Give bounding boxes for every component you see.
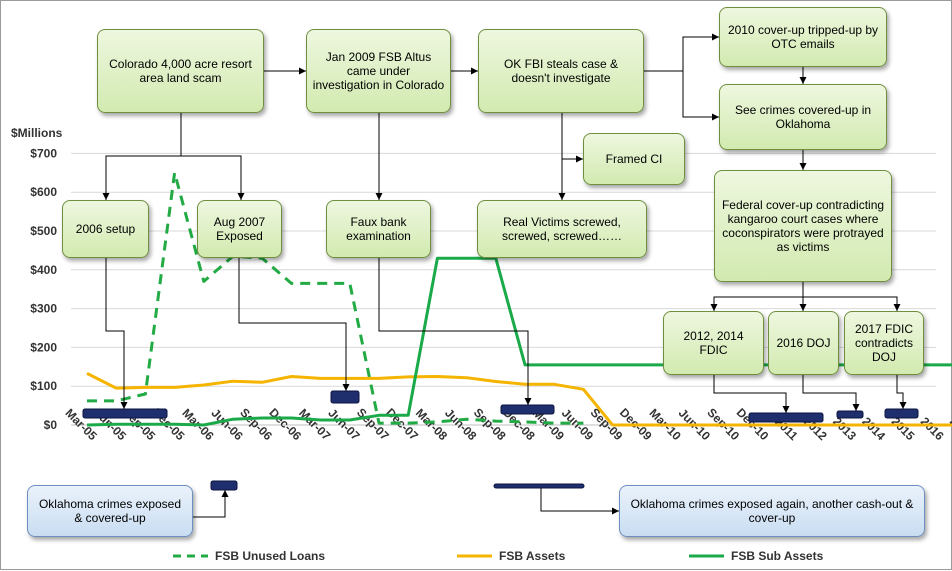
connector-line — [896, 375, 904, 409]
period-marker — [836, 410, 864, 419]
arrow-head — [782, 406, 790, 413]
legend-label: FSB Unused Loans — [215, 549, 325, 563]
x-tick-label: 2014 — [859, 414, 888, 443]
legend-label: FSB Sub Assets — [731, 549, 824, 563]
arrow-head — [221, 490, 229, 497]
y-tick-label: $0 — [44, 418, 58, 432]
box-fdic2017: 2017 FDIC contradicts DOJ — [844, 311, 924, 375]
arrow-head — [558, 193, 566, 200]
period-marker — [82, 408, 168, 419]
box-realvictims: Real Victims screwed, screwed, screwed…… — [477, 200, 647, 258]
box-faux: Faux bank examination — [326, 200, 431, 258]
box-colorado: Colorado 4,000 acre resort area land sca… — [97, 29, 264, 113]
box-seecrimes: See crimes covered-up in Oklahoma — [719, 84, 887, 150]
series-line-1 — [86, 372, 952, 427]
box-okexposed: Oklahoma crimes exposed & covered-up — [27, 485, 193, 537]
connector-line — [105, 258, 125, 409]
x-tick-label: 2015 — [889, 414, 918, 443]
arrow-head — [712, 113, 719, 121]
period-marker — [493, 483, 585, 489]
arrow-head — [612, 507, 619, 515]
x-tick-label: Dec-06 — [266, 405, 304, 443]
x-tick-label: 2017 — [947, 414, 952, 443]
box-altus: Jan 2009 FSB Altus came under investigat… — [306, 29, 451, 113]
box-fdic1214: 2012, 2014 FDIC — [663, 311, 764, 375]
arrow-head — [710, 304, 718, 311]
period-marker — [748, 412, 824, 423]
y-tick-label: $100 — [30, 379, 57, 393]
arrow-head — [576, 155, 583, 163]
connector-line — [238, 258, 347, 391]
series-line-0 — [87, 171, 584, 425]
box-doj2016: 2016 DOJ — [768, 311, 839, 375]
arrow-head — [712, 33, 719, 41]
connector-line — [682, 71, 719, 118]
arrow-head — [342, 384, 350, 391]
arrow-head — [375, 193, 383, 200]
arrow-head — [102, 193, 110, 200]
connector-line — [713, 375, 787, 413]
y-tick-label: $700 — [30, 146, 57, 160]
y-axis-label: $Millions — [11, 126, 63, 140]
box-federal: Federal cover-up contradicting kangaroo … — [714, 170, 892, 282]
connector-line — [540, 488, 619, 512]
arrow-head — [799, 163, 807, 170]
connector-line — [802, 375, 857, 411]
arrow-head — [237, 193, 245, 200]
box-okfbi: OK FBI steals case & doesn't investigate — [478, 29, 644, 113]
period-marker — [210, 480, 238, 491]
period-marker — [500, 404, 555, 415]
box-okagain: Oklahoma crimes exposed again, another c… — [619, 485, 925, 537]
connector-line — [193, 490, 226, 518]
arrow-head — [893, 304, 901, 311]
y-tick-label: $300 — [30, 302, 57, 316]
y-tick-label: $500 — [30, 224, 57, 238]
connector-line — [378, 258, 529, 405]
box-aug2007: Aug 2007 Exposed — [197, 200, 282, 258]
arrow-head — [120, 402, 128, 409]
connector-line — [105, 113, 182, 200]
x-tick-label: 2016 — [918, 414, 947, 443]
arrow-head — [852, 404, 860, 411]
y-tick-label: $400 — [30, 263, 57, 277]
box-coverup2010: 2010 cover-up tripped-up by OTC emails — [719, 7, 887, 67]
y-tick-label: $200 — [30, 340, 57, 354]
arrow-head — [799, 304, 807, 311]
arrow-head — [524, 398, 532, 405]
box-framed: Framed CI — [583, 133, 685, 185]
connector-line — [644, 36, 719, 72]
y-tick-label: $600 — [30, 185, 57, 199]
connector-line — [181, 155, 242, 200]
arrow-head — [899, 402, 907, 409]
period-marker — [330, 390, 360, 404]
connector-line — [713, 282, 804, 311]
arrow-head — [471, 67, 478, 75]
arrow-head — [299, 67, 306, 75]
period-marker — [884, 408, 919, 419]
x-tick-label: 2013 — [830, 414, 859, 443]
legend-label: FSB Assets — [499, 549, 566, 563]
arrow-head — [799, 77, 807, 84]
box-setup2006: 2006 setup — [62, 200, 149, 258]
x-tick-label: Dec-07 — [383, 405, 421, 443]
series-line-2 — [86, 256, 952, 427]
